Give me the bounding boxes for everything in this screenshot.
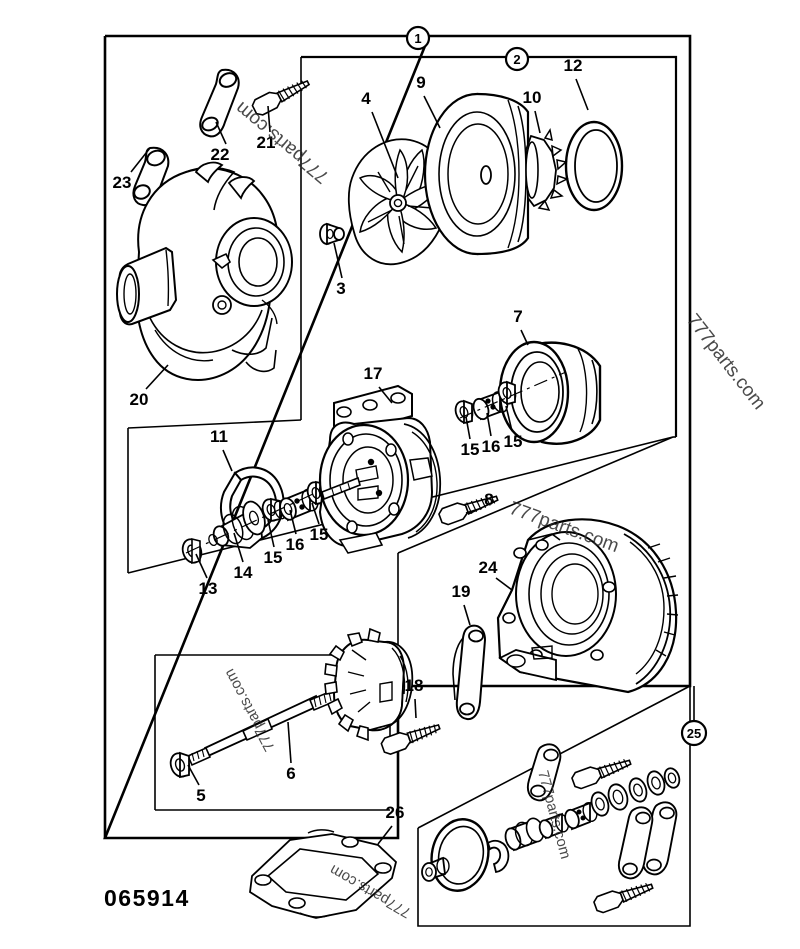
item-label-12: 12 (564, 56, 583, 75)
part-22-clamp-bracket (199, 68, 240, 138)
part-20-turbocharger-housing-assembly (116, 161, 293, 381)
item-label-8: 8 (484, 490, 493, 509)
part-16-journal-bearing-b (472, 390, 509, 421)
item-label-11: 11 (210, 427, 228, 446)
frame-group-2 (301, 55, 678, 437)
item-label-5: 5 (196, 786, 205, 805)
part-25-repair-kit-contents (421, 743, 681, 916)
item-label-24: 24 (479, 558, 498, 577)
group-callout-25-label: 25 (687, 726, 701, 741)
watermark-2: 777parts.com (682, 310, 769, 414)
item-label-4: 4 (361, 89, 371, 108)
item-label-23: 23 (113, 173, 132, 192)
part-24-turbine-housing (496, 518, 679, 694)
group-callouts: 1 2 25 (405, 25, 708, 747)
item-label-19: 19 (452, 582, 471, 601)
item-label-21: 21 (257, 133, 276, 152)
part-10-clamp-nut (525, 128, 569, 212)
part-9-compressor-housing (423, 92, 531, 256)
item-label-9: 9 (416, 73, 425, 92)
part-15-circlip-a (261, 497, 287, 523)
group-callout-1-label: 1 (414, 31, 421, 46)
part-5-lock-nut (169, 751, 191, 779)
part-4-compressor-wheel (347, 138, 449, 266)
frame-group-1 (103, 34, 692, 840)
part-15-circlip-c (454, 399, 474, 425)
part-15-circlip-d (497, 380, 517, 406)
item-label-22: 22 (211, 145, 230, 164)
drawing-number: 065914 (104, 885, 190, 911)
item-label-13: 13 (199, 579, 218, 598)
item-label-18: 18 (405, 676, 424, 695)
item-label-14: 14 (234, 563, 253, 582)
item-label-10: 10 (523, 88, 542, 107)
item-label-15-c: 15 (461, 440, 480, 459)
part-13-washer (181, 537, 203, 565)
item-label-15-d: 15 (504, 432, 523, 451)
item-label-16-a: 16 (286, 535, 305, 554)
item-label-6: 6 (286, 764, 295, 783)
item-label-17: 17 (364, 364, 383, 383)
leader-lines (130, 78, 589, 845)
part-23-clamp-bracket (132, 146, 170, 207)
item-label-20: 20 (130, 390, 149, 409)
part-3-shaft-nut (319, 222, 345, 246)
item-number-labels: 23 22 21 20 3 4 9 10 12 11 13 14 15 16 1… (113, 56, 583, 822)
item-label-3: 3 (336, 279, 345, 298)
watermark-1: 777parts.com (232, 97, 334, 187)
item-label-15-b: 15 (310, 525, 329, 544)
part-7-insert-sleeve (498, 340, 602, 445)
part-12-o-ring-seal (564, 120, 624, 212)
item-label-7: 7 (513, 307, 522, 326)
group-callout-2-label: 2 (513, 52, 520, 67)
part-26-gasket (249, 829, 398, 919)
part-14-thrust-collar (208, 500, 266, 549)
item-label-16-b: 16 (482, 437, 501, 456)
item-label-26: 26 (386, 803, 405, 822)
item-label-15-a: 15 (264, 548, 283, 567)
assembly-axis-line-right (459, 371, 567, 419)
part-6-turbine-wheel-and-shaft (186, 627, 414, 767)
part-17-bearing-housing (318, 384, 441, 554)
part-19-bracket-strap (452, 624, 487, 721)
